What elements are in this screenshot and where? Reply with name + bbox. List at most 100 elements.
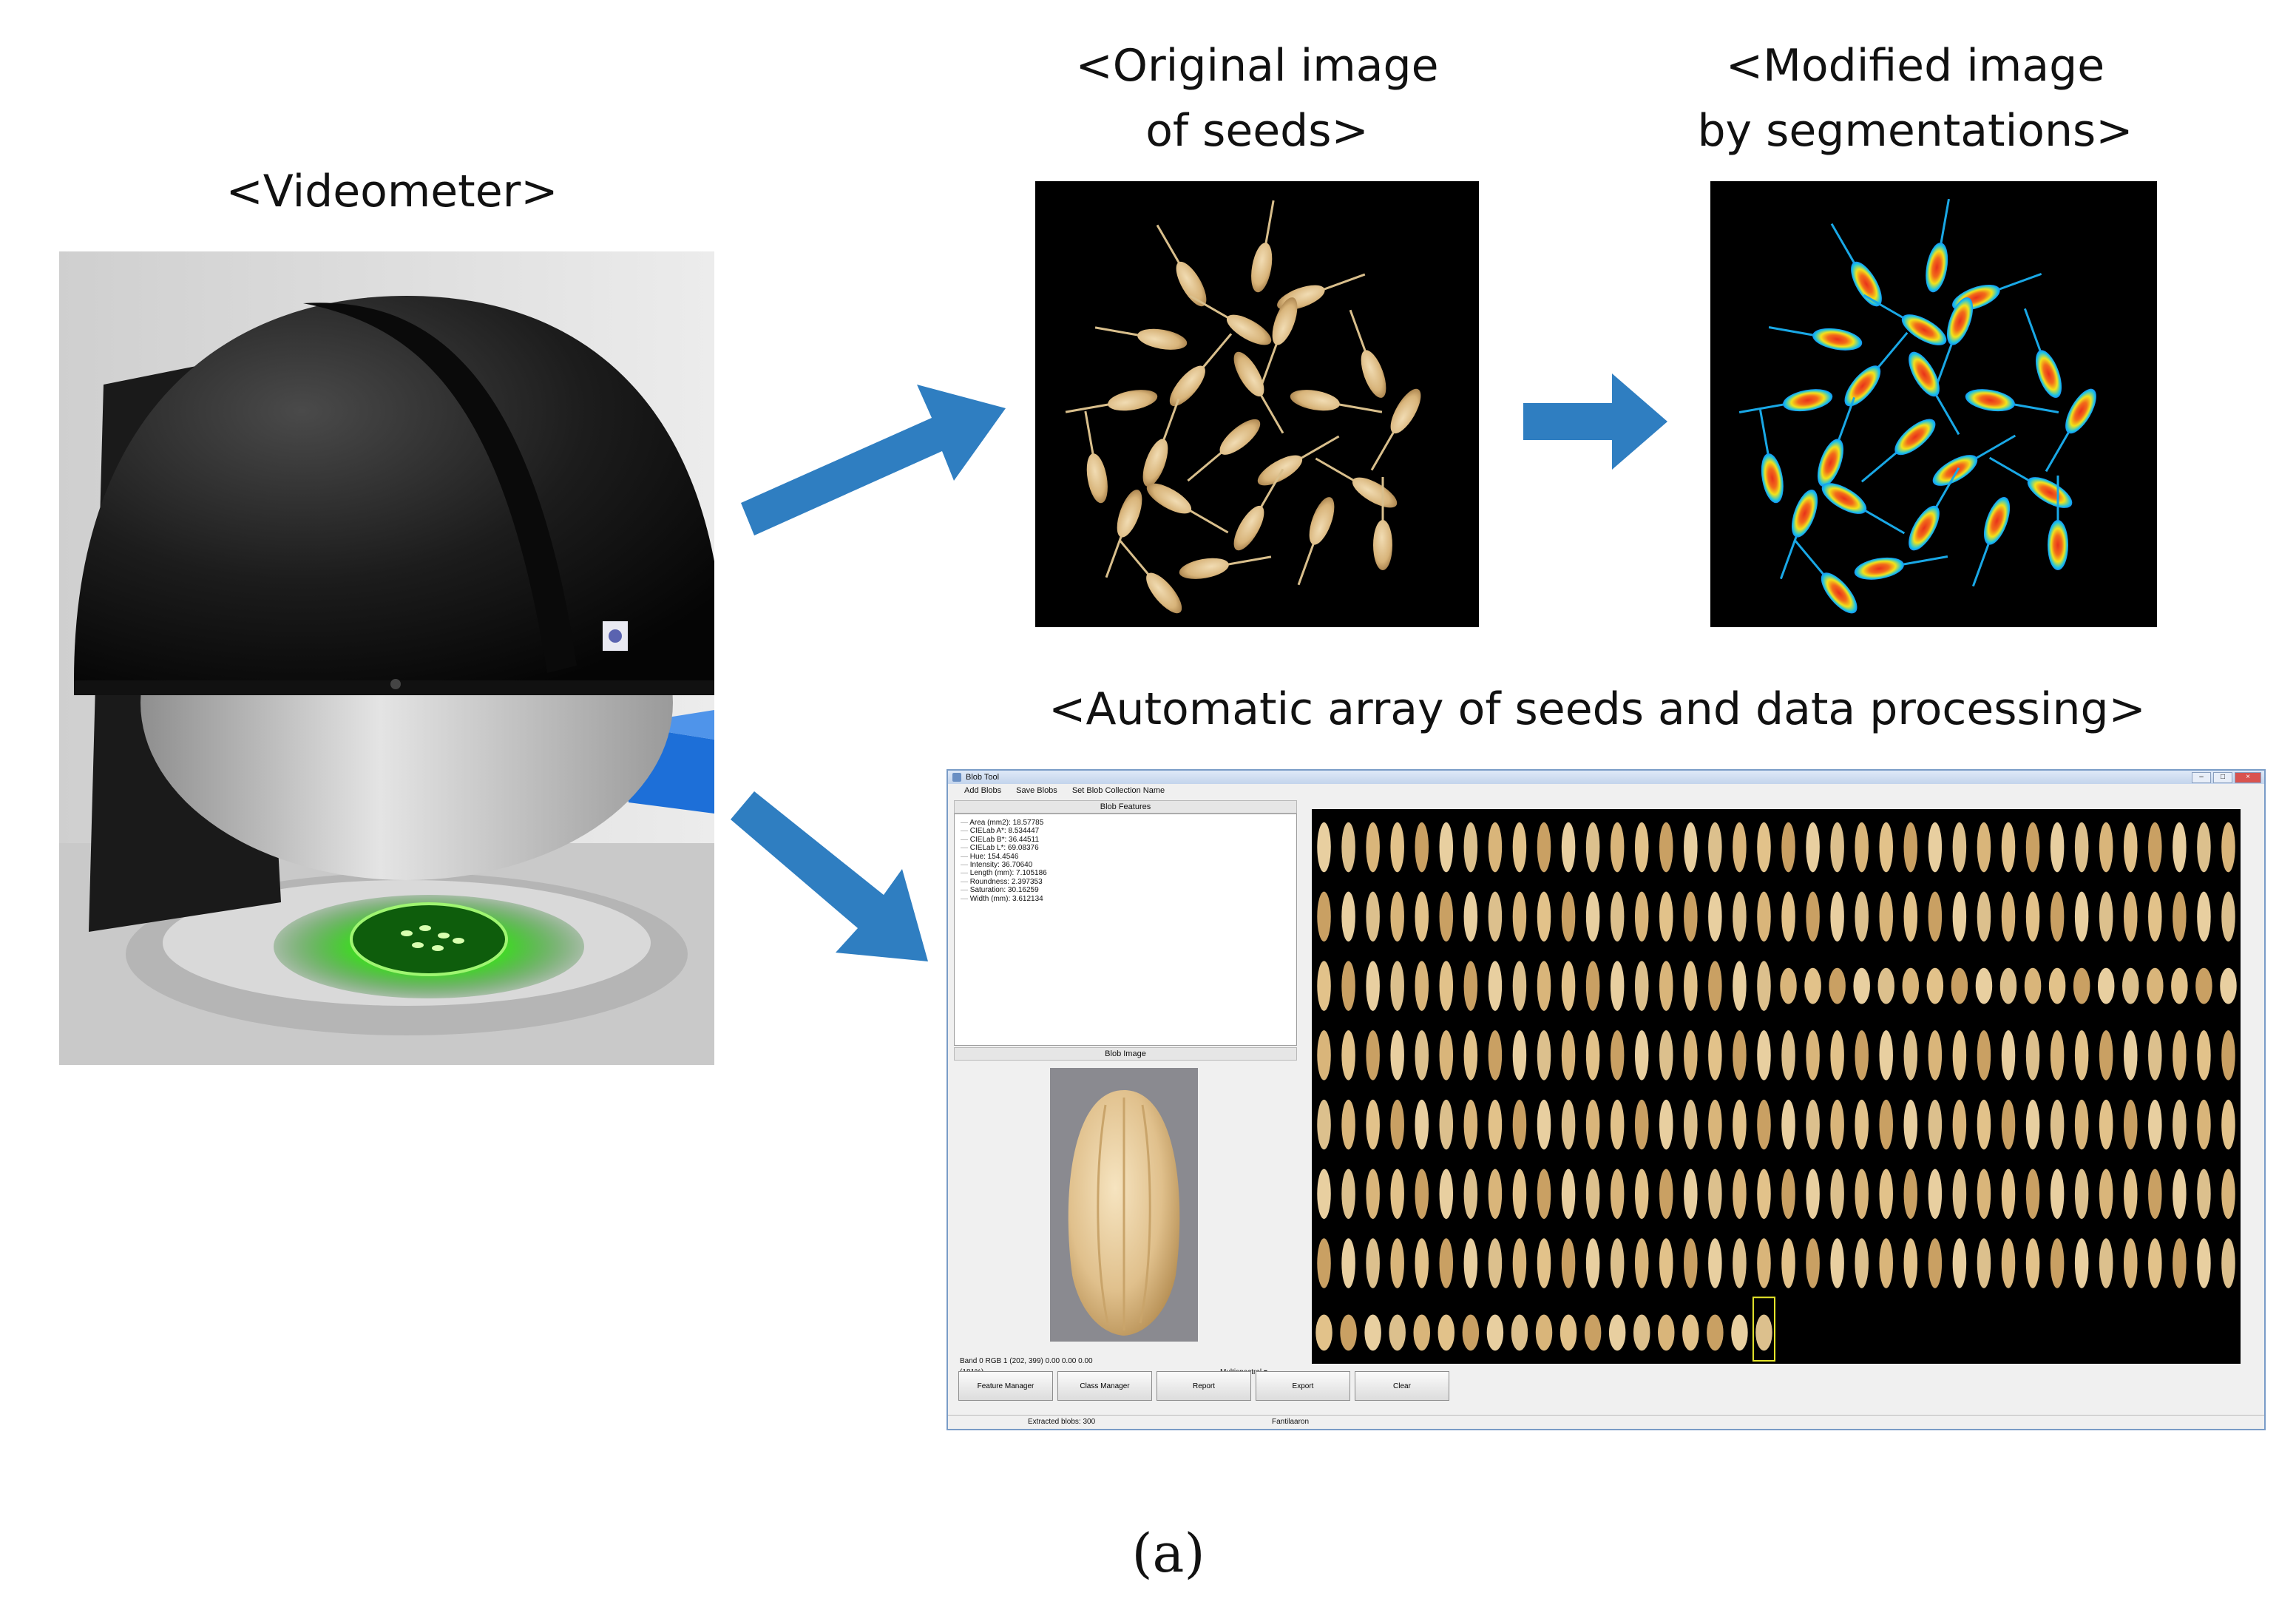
seed-mark — [1952, 1238, 1967, 1288]
seed-mark — [1585, 891, 1600, 942]
seed-mark — [1829, 967, 1846, 1004]
seed-mark — [1830, 1169, 1844, 1220]
seed-mark — [1879, 822, 1893, 873]
seed-mark — [2025, 1238, 2040, 1288]
seed-mark — [1341, 1099, 1355, 1150]
seed-mark — [1415, 961, 1429, 1011]
seed-mark — [1634, 1030, 1649, 1081]
feature-item[interactable]: Roundness: 2.397353 — [961, 878, 1290, 886]
seed-mark — [2024, 967, 2042, 1004]
feature-item[interactable]: Width (mm): 3.612134 — [961, 895, 1290, 903]
seed-mark — [1757, 1099, 1771, 1150]
blob-features-list[interactable]: Area (mm2): 18.57785 CIELab A*: 8.534447… — [954, 814, 1297, 1046]
seed-mark — [1610, 822, 1625, 873]
seed-mark — [2074, 1099, 2089, 1150]
minimize-icon[interactable]: – — [2192, 772, 2211, 783]
seed-mark — [2099, 1238, 2113, 1288]
seed-mark — [1855, 1030, 1869, 1081]
feature-item[interactable]: Hue: 154.4546 — [961, 853, 1290, 861]
seed-mark — [1537, 1030, 1551, 1081]
seed-mark — [1463, 961, 1478, 1011]
seed-mark — [1512, 1169, 1527, 1220]
seed-mark — [2221, 1099, 2235, 1150]
class-manager-button[interactable]: Class Manager — [1057, 1371, 1152, 1401]
seed-mark — [2221, 1030, 2235, 1081]
seed-mark — [1682, 1314, 1699, 1351]
close-icon[interactable]: × — [2235, 772, 2261, 783]
seed-mark — [1977, 1030, 1991, 1081]
seed-mark — [1708, 891, 1722, 942]
feature-item[interactable]: CIELab B*: 36.44511 — [961, 836, 1290, 844]
feature-manager-button[interactable]: Feature Manager — [958, 1371, 1053, 1401]
menu-add-blobs[interactable]: Add Blobs — [964, 786, 1002, 795]
segmented-seeds-drawing — [1736, 196, 2104, 620]
seed-mark — [1708, 961, 1722, 1011]
seed-mark — [1708, 1169, 1722, 1220]
seed-mark — [1755, 1314, 1772, 1351]
seed-mark — [1463, 891, 1478, 942]
feature-item[interactable]: Intensity: 36.70640 — [961, 861, 1290, 869]
seed-mark — [1928, 1099, 1943, 1150]
seed-mark — [1488, 1030, 1503, 1081]
feature-item[interactable]: Saturation: 30.16259 — [961, 886, 1290, 894]
seed-mark — [1610, 1099, 1625, 1150]
seed-mark — [1317, 1030, 1331, 1081]
feature-item[interactable]: CIELab L*: 69.08376 — [961, 844, 1290, 852]
seed-mark — [1902, 967, 1920, 1004]
selected-seed-highlight — [1752, 1296, 1776, 1362]
seed-mark — [1585, 1169, 1600, 1220]
seed-mark — [2197, 1099, 2211, 1150]
seed-mark — [1486, 1314, 1504, 1351]
maximize-icon[interactable]: □ — [2213, 772, 2232, 783]
seed-mark — [1977, 1099, 1991, 1150]
seed-mark — [1659, 822, 1673, 873]
seed-mark — [1366, 822, 1380, 873]
seed-mark — [1757, 822, 1771, 873]
seed-mark — [1903, 1030, 1918, 1081]
original-label-line2: of seeds> — [1145, 105, 1369, 157]
seed-mark — [1633, 1314, 1650, 1351]
seed-mark — [1684, 1169, 1698, 1220]
report-button[interactable]: Report — [1157, 1371, 1251, 1401]
seed-mark — [1781, 822, 1795, 873]
seed-mark — [1780, 967, 1797, 1004]
seed-mark — [1708, 1099, 1722, 1150]
feature-item[interactable]: CIELab A*: 8.534447 — [961, 827, 1290, 835]
automatic-array-label: <Automatic array of seeds and data proce… — [1049, 683, 2146, 735]
seed-mark — [1512, 1099, 1527, 1150]
original-seeds-image — [1035, 181, 1479, 627]
seed-mark — [2050, 891, 2065, 942]
seed-mark — [1488, 961, 1503, 1011]
seed-mark — [1608, 1314, 1626, 1351]
seed-array-grid[interactable] — [1312, 809, 2241, 1364]
menu-set-collection-name[interactable]: Set Blob Collection Name — [1071, 786, 1165, 795]
seed-mark — [1415, 1030, 1429, 1081]
seed-mark — [2124, 1099, 2138, 1150]
seed-mark — [2147, 967, 2164, 1004]
seed-mark — [1928, 1169, 1943, 1220]
feature-item[interactable]: Area (mm2): 18.57785 — [961, 819, 1290, 827]
menu-save-blobs[interactable]: Save Blobs — [1016, 786, 1057, 795]
seed-mark — [1488, 891, 1503, 942]
seed-mark — [1855, 1238, 1869, 1288]
clear-button[interactable]: Clear — [1355, 1371, 1449, 1401]
seed-mark — [1341, 1169, 1355, 1220]
seed-mark — [2124, 1238, 2138, 1288]
app-icon — [952, 773, 961, 782]
seed-mark — [2073, 967, 2090, 1004]
seed-mark — [1437, 1314, 1455, 1351]
seed-mark — [2074, 822, 2089, 873]
seed-mark — [2050, 1030, 2065, 1081]
seed-mark — [1952, 1169, 1967, 1220]
export-button[interactable]: Export — [1256, 1371, 1350, 1401]
feature-item[interactable]: Length (mm): 7.105186 — [961, 869, 1290, 877]
seed-mark — [1928, 1030, 1943, 1081]
seed-mark — [1830, 1238, 1844, 1288]
menu-bar: Add Blobs Save Blobs Set Blob Collection… — [948, 784, 2264, 797]
seed-mark — [2220, 967, 2237, 1004]
original-image-label: <Original image of seeds> — [1020, 33, 1494, 163]
seed-mark — [2221, 891, 2235, 942]
status-right-text: Fantilaaron — [1272, 1418, 1310, 1426]
seed-mark — [1684, 891, 1698, 942]
blob-image-view[interactable] — [954, 1061, 1297, 1356]
